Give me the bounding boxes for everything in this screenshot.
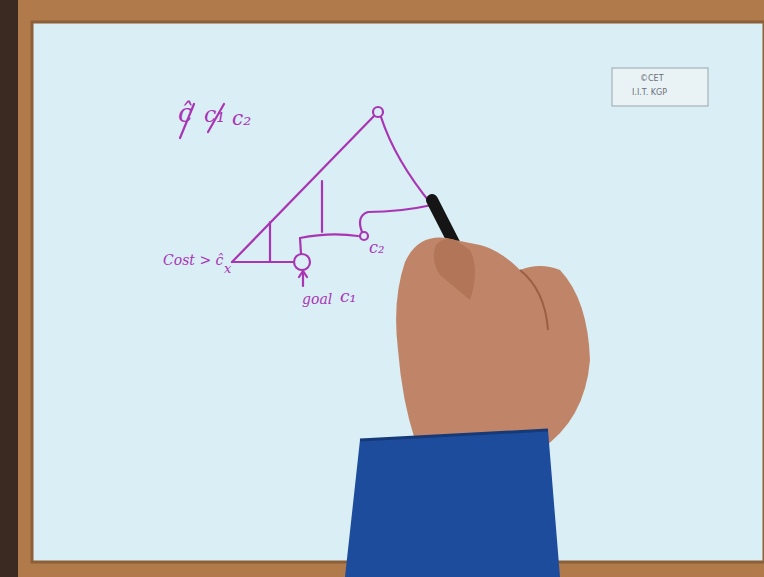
- struck-symbol: ĉ: [178, 100, 193, 126]
- watermark: I.I.T. KGP: [632, 89, 667, 97]
- cost-label: c₂: [369, 240, 384, 256]
- goal-label: goal: [302, 292, 332, 306]
- node-label: x: [224, 262, 231, 275]
- cost-note: Cost > ĉ: [163, 253, 223, 267]
- cost-symbol: c₂: [232, 108, 251, 128]
- watermark: ©CET: [640, 75, 664, 83]
- struck-symbol: c₁: [204, 104, 225, 126]
- cost-label: c₁: [340, 288, 356, 305]
